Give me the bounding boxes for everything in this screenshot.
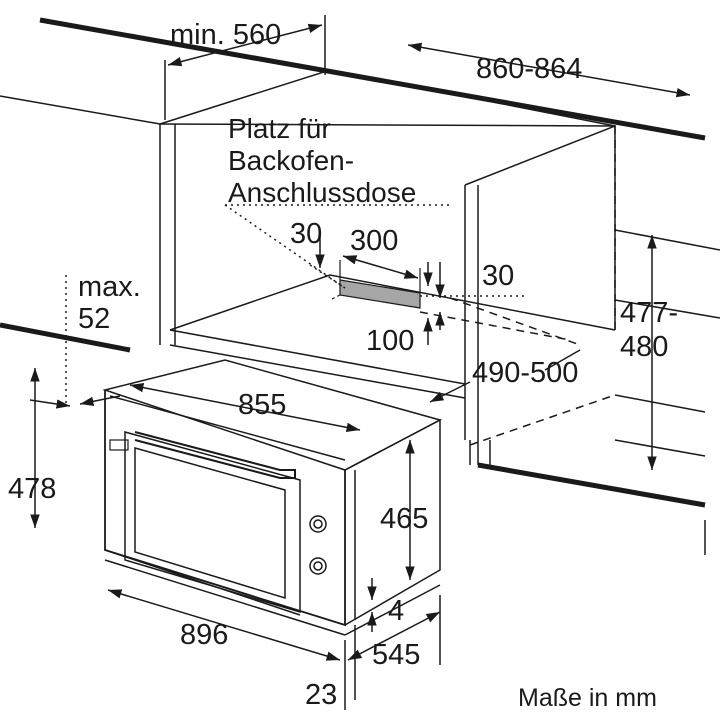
- socket-label-line3: Anschlussdose: [228, 177, 416, 208]
- dim-oven-4: 4: [388, 595, 404, 627]
- dim-height-line1: 477-: [620, 297, 678, 329]
- depth-dashed: [419, 297, 581, 346]
- dim-oven-855: 855: [238, 389, 286, 421]
- dim-oven-23: 23: [305, 679, 337, 711]
- dim-min-depth: min. 560: [170, 19, 281, 51]
- dimension-arrows: [29, 15, 691, 710]
- dim-depth-490: 490-500: [472, 357, 578, 389]
- dim-max-line1: max.: [78, 271, 141, 303]
- socket-label-line2: Backofen-: [228, 145, 354, 176]
- dim-max-line2: 52: [78, 303, 110, 335]
- leader-lines: [65, 204, 525, 405]
- dim-oven-896: 896: [180, 619, 228, 651]
- dim-100: 100: [366, 325, 414, 357]
- dim-niche-width: 860-864: [476, 53, 582, 85]
- units-note: Maße in mm: [518, 684, 657, 712]
- dim-oven-465: 465: [380, 503, 428, 535]
- dim-300: 300: [350, 225, 398, 257]
- socket-label-line1: Platz für: [228, 113, 331, 144]
- dim-oven-545: 545: [372, 639, 420, 671]
- dim-30-left: 30: [290, 218, 322, 250]
- dim-30-right: 30: [482, 260, 514, 292]
- dim-height-line2: 480: [620, 331, 668, 363]
- dim-oven-478: 478: [8, 473, 56, 505]
- cabinet-niche: [0, 17, 720, 555]
- socket-area: [329, 260, 421, 309]
